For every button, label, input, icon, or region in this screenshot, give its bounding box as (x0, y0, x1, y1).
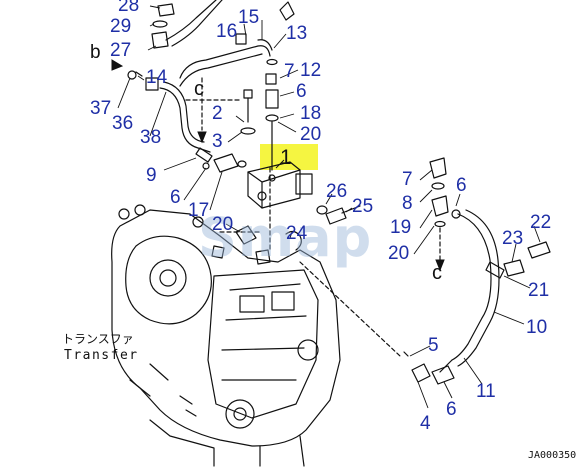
callout-6-left[interactable]: 6 (170, 187, 181, 208)
callout-3[interactable]: 3 (212, 131, 223, 152)
tube-9-end-shape (195, 147, 213, 163)
callout-10[interactable]: 10 (526, 317, 548, 338)
arrow-c-lower (435, 259, 445, 272)
direction-marker-b: b (90, 42, 101, 63)
callout-24[interactable]: 24 (286, 223, 308, 244)
callout-26[interactable]: 26 (326, 181, 348, 202)
callout-15[interactable]: 15 (238, 7, 260, 28)
callout-12[interactable]: 12 (300, 60, 322, 81)
direction-marker-c-upper: c (194, 78, 204, 100)
oring-18-shape (265, 114, 279, 122)
direction-marker-c-lower: c (432, 262, 442, 284)
clip-24-shape (285, 230, 302, 251)
callout-28[interactable]: 28 (118, 0, 140, 16)
hose-13-shape (179, 45, 271, 79)
callout-20-upper[interactable]: 20 (300, 124, 322, 145)
fitting-6-shape (265, 89, 279, 109)
block-1-shape (247, 161, 301, 209)
fitting-14-shape (145, 77, 159, 91)
oring-8-shape (431, 182, 445, 190)
callout-13[interactable]: 13 (286, 23, 308, 44)
callout-9[interactable]: 9 (146, 165, 157, 186)
callout-36[interactable]: 36 (112, 113, 134, 134)
watermark: Smap (198, 206, 373, 269)
callout-23[interactable]: 23 (502, 228, 524, 249)
callout-6-lower[interactable]: 6 (446, 399, 457, 420)
clip-28-shape (157, 3, 175, 17)
figure-code: JA000350 (528, 450, 577, 461)
callout-7-right[interactable]: 7 (402, 169, 413, 190)
fitting-17-shape (213, 153, 239, 173)
transfer-housing-shape (111, 209, 341, 447)
hose-10-shape (451, 213, 492, 361)
callout-4[interactable]: 4 (420, 413, 431, 434)
oring-37-shape (127, 70, 137, 80)
callout-8[interactable]: 8 (402, 193, 413, 214)
part-1-highlight (260, 144, 318, 170)
washer-3-shape (240, 127, 256, 135)
callout-11[interactable]: 11 (476, 381, 496, 402)
washer-26-shape (316, 205, 328, 215)
bolt-22-shape (527, 241, 551, 259)
fitting-6-lower-shape (431, 365, 455, 385)
callout-5[interactable]: 5 (428, 335, 439, 356)
callout-6-upper[interactable]: 6 (296, 81, 307, 102)
bolt-16-shape (235, 33, 247, 45)
callout-20-right[interactable]: 20 (388, 243, 410, 264)
callout-37[interactable]: 37 (90, 98, 112, 119)
arrow-c-upper (197, 131, 207, 144)
callout-16[interactable]: 16 (216, 21, 238, 42)
callout-17[interactable]: 17 (188, 200, 210, 221)
callout-7-upper[interactable]: 7 (284, 61, 295, 82)
fitting-12-shape (265, 73, 277, 85)
callout-25[interactable]: 25 (352, 196, 374, 217)
transfer-label-katakana: トランスファ (62, 332, 134, 346)
callout-20-middle[interactable]: 20 (212, 214, 234, 235)
bolt-20-shape (235, 225, 257, 245)
tube-top-shape (165, 0, 217, 41)
plug-right-shape (295, 173, 313, 195)
callout-2[interactable]: 2 (212, 103, 223, 124)
bolt-2-head (243, 89, 253, 99)
callout-29[interactable]: 29 (110, 16, 132, 37)
transfer-label-english: Transfer (64, 348, 139, 363)
tube-38-shape (159, 87, 211, 153)
callout-21[interactable]: 21 (528, 280, 550, 301)
callout-38[interactable]: 38 (140, 127, 162, 148)
callout-6-right[interactable]: 6 (456, 175, 467, 196)
fitting-4-shape (411, 363, 431, 383)
callout-27[interactable]: 27 (110, 40, 132, 61)
bracket-23-shape (503, 259, 525, 277)
fitting-19-shape (431, 195, 449, 217)
callout-18[interactable]: 18 (300, 103, 322, 124)
callout-22[interactable]: 22 (530, 212, 552, 233)
washer-29-shape (152, 20, 168, 28)
clamp-27-shape (151, 31, 169, 49)
callout-19[interactable]: 19 (390, 217, 412, 238)
arrow-b (111, 59, 124, 71)
bolt-25-shape (325, 207, 347, 225)
callout-14[interactable]: 14 (146, 67, 168, 88)
fitting-7-shape (429, 157, 447, 179)
part-1-label[interactable]: 1 (280, 146, 292, 169)
